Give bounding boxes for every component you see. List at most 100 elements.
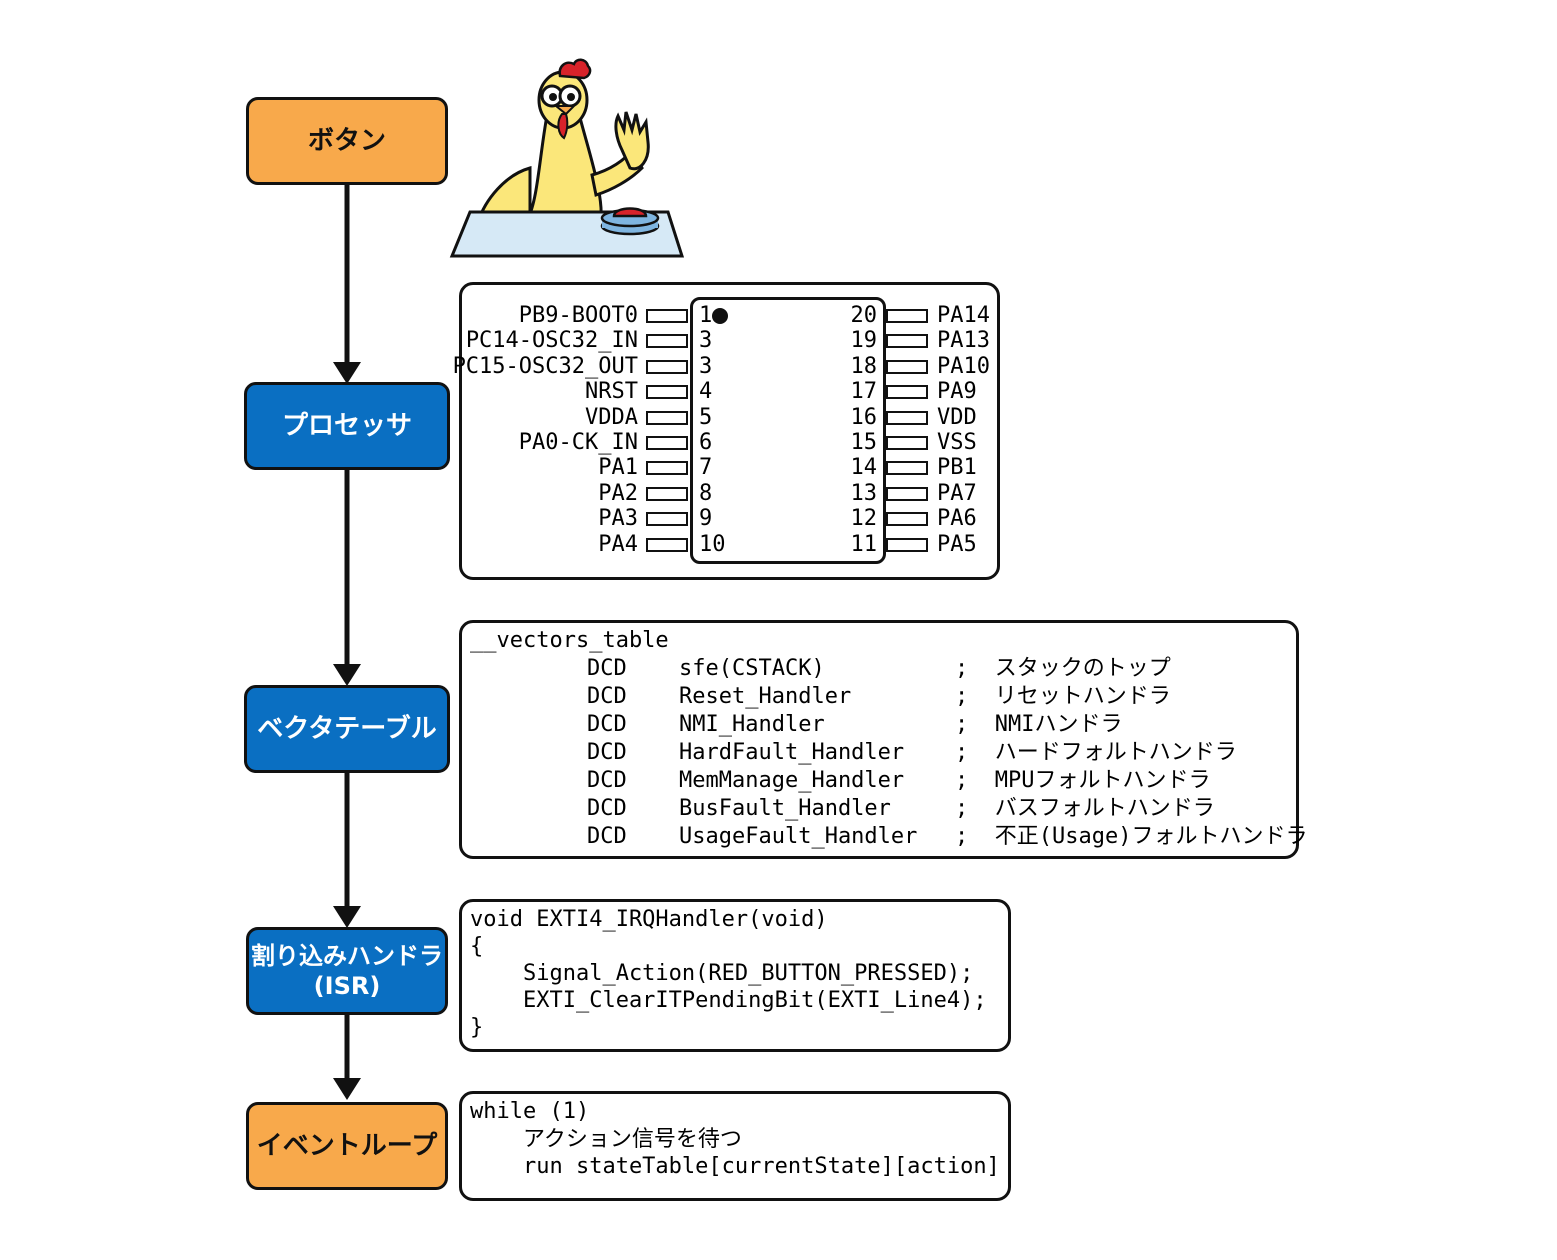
vector-table-arg: sfe(CSTACK) [679,656,825,681]
chip-left-pin-lead [646,410,688,425]
chip-right-pin-number: 11 [850,531,878,557]
chip-right-pin-lead [886,537,928,552]
loop-code-line-3: run stateTable[currentState][action] [470,1154,1000,1179]
chip-left-pin-name: PC15-OSC32_OUT [452,353,638,379]
loop-code-line-1: while (1) [470,1099,590,1124]
chip-right-pin-lead [886,486,928,501]
loop-code-line-2: アクション信号を待つ [470,1127,742,1152]
chip-left-pin-lead [646,461,688,476]
arrowhead-event-loop [333,1078,361,1100]
chip-right-pin-lead [886,359,928,374]
step-event-loop: イベントループ [246,1102,448,1190]
step-button: ボタン [246,97,448,185]
chip-right-pin-number: 16 [850,404,878,430]
vector-table-comment: ; ハードフォルトハンドラ [955,740,1237,765]
chip-left-pin-name: PA2 [598,480,638,506]
step-processor-label: プロセッサ [281,410,412,441]
chip-left-pin-lead [646,436,688,450]
chip-right-pin-lead [886,410,928,425]
chip-right-pin-name: VDD [937,404,977,430]
vector-table-op: DCD [587,796,627,821]
chip-left-pin-number: 3 [699,353,713,379]
chip-left-pin-number: 6 [699,430,713,455]
chip-right-pin-name: PA13 [937,328,990,354]
chip-right-pin-name: PA9 [937,379,977,405]
vector-table-arg: HardFault_Handler [679,740,905,765]
chip-left-pin-number: 7 [699,455,713,481]
chip-left-pin-lead [646,334,688,349]
chip-right-pin-number: 20 [850,303,878,328]
chip-right-pin-name: PA6 [937,506,977,532]
vector-table-arg: NMI_Handler [679,712,825,737]
chip-left-pin-name: PB9-BOOT0 [518,303,638,328]
chip-left-pin-number: 1 [699,303,713,328]
vector-table-comment: ; バスフォルトハンドラ [955,796,1215,821]
chip-right-pin-name: PA10 [937,353,990,379]
step-isr: 割り込みハンドラ (ISR) [246,927,448,1015]
isr-code-line-2: { [470,934,484,959]
chip-right-pin-number: 19 [850,328,878,354]
chip-left-pin-number: 10 [699,531,726,557]
chip-left-pin-lead [646,486,688,501]
chip-left-pin-lead [646,309,688,323]
step-processor: プロセッサ [244,382,450,470]
chip-right-pin-lead [886,334,928,349]
chip-right-pin-name: VSS [937,430,977,455]
chip-left-pin-number: 8 [699,480,713,506]
chip-right-pin-lead [886,309,928,323]
chip-right-pin-lead [886,385,928,400]
chip-left-pin-name: PA3 [598,506,638,532]
vector-table-header: __vectors_table [470,628,669,653]
chip-left-pin-name: VDDA [585,404,638,430]
chip-left-pin-number: 5 [699,404,713,430]
chip-right-pin-lead [886,461,928,476]
vector-table-comment: ; リセットハンドラ [955,684,1171,709]
vector-table-arg: Reset_Handler [679,684,852,709]
vector-table-op: DCD [587,684,627,709]
chip-right-pin-number: 14 [850,455,878,481]
chip-left-pin-name: PC14-OSC32_IN [465,328,638,354]
chip-right-pin-lead [886,512,928,527]
vector-table-comment: ; スタックのトップ [955,656,1171,681]
vector-table-op: DCD [587,656,627,681]
chip-left-pin-name: PA4 [598,531,638,557]
chip-left-pin-name: PA1 [598,455,638,481]
chip-body [690,297,886,564]
isr-code-line-1: void EXTI4_IRQHandler(void) [470,907,828,932]
step-vector-table: ベクタテーブル [244,685,450,773]
vector-table-panel [459,620,1299,859]
chip-left-pin-lead [646,385,688,400]
arrowhead-isr [333,906,361,928]
isr-code-line-4: EXTI_ClearITPendingBit(EXTI_Line4); [470,988,987,1013]
pin1-indicator-dot [712,308,728,324]
chip-right-pin-lead [886,436,928,450]
vector-table-op: DCD [587,768,627,793]
event-loop-code-panel [459,1091,1011,1201]
arrowhead-processor [333,362,361,384]
step-event-loop-label: イベントループ [256,1130,438,1161]
vector-table-arg: MemManage_Handler [679,768,905,793]
chip-right-pin-number: 12 [850,506,878,532]
chip-left-pin-name: NRST [585,379,638,405]
vector-table-arg: BusFault_Handler [679,796,891,821]
chip-right-pin-name: PA7 [937,480,977,506]
chip-left-pin-lead [646,359,688,374]
vector-table-op: DCD [587,740,627,765]
step-isr-label: 割り込みハンドラ (ISR) [251,942,443,1000]
vector-table-comment: ; NMIハンドラ [955,712,1123,737]
chip-right-pin-name: PB1 [937,455,977,481]
chip-right-pin-name: PA14 [937,303,990,328]
chip-left-pin-lead [646,512,688,527]
chip-right-pin-number: 13 [850,480,878,506]
chip-left-pin-number: 9 [699,506,713,532]
chip-left-pin-number: 4 [699,379,713,405]
step-button-label: ボタン [307,125,386,156]
step-vector-table-label: ベクタテーブル [257,713,437,744]
isr-code-line-3: Signal_Action(RED_BUTTON_PRESSED); [470,961,974,986]
chip-right-pin-name: PA5 [937,531,977,557]
vector-table-op: DCD [587,824,627,849]
chip-left-pin-lead [646,537,688,552]
vector-table-arg: UsageFault_Handler [679,824,918,849]
vector-table-comment: ; 不正(Usage)フォルトハンドラ [955,824,1308,849]
